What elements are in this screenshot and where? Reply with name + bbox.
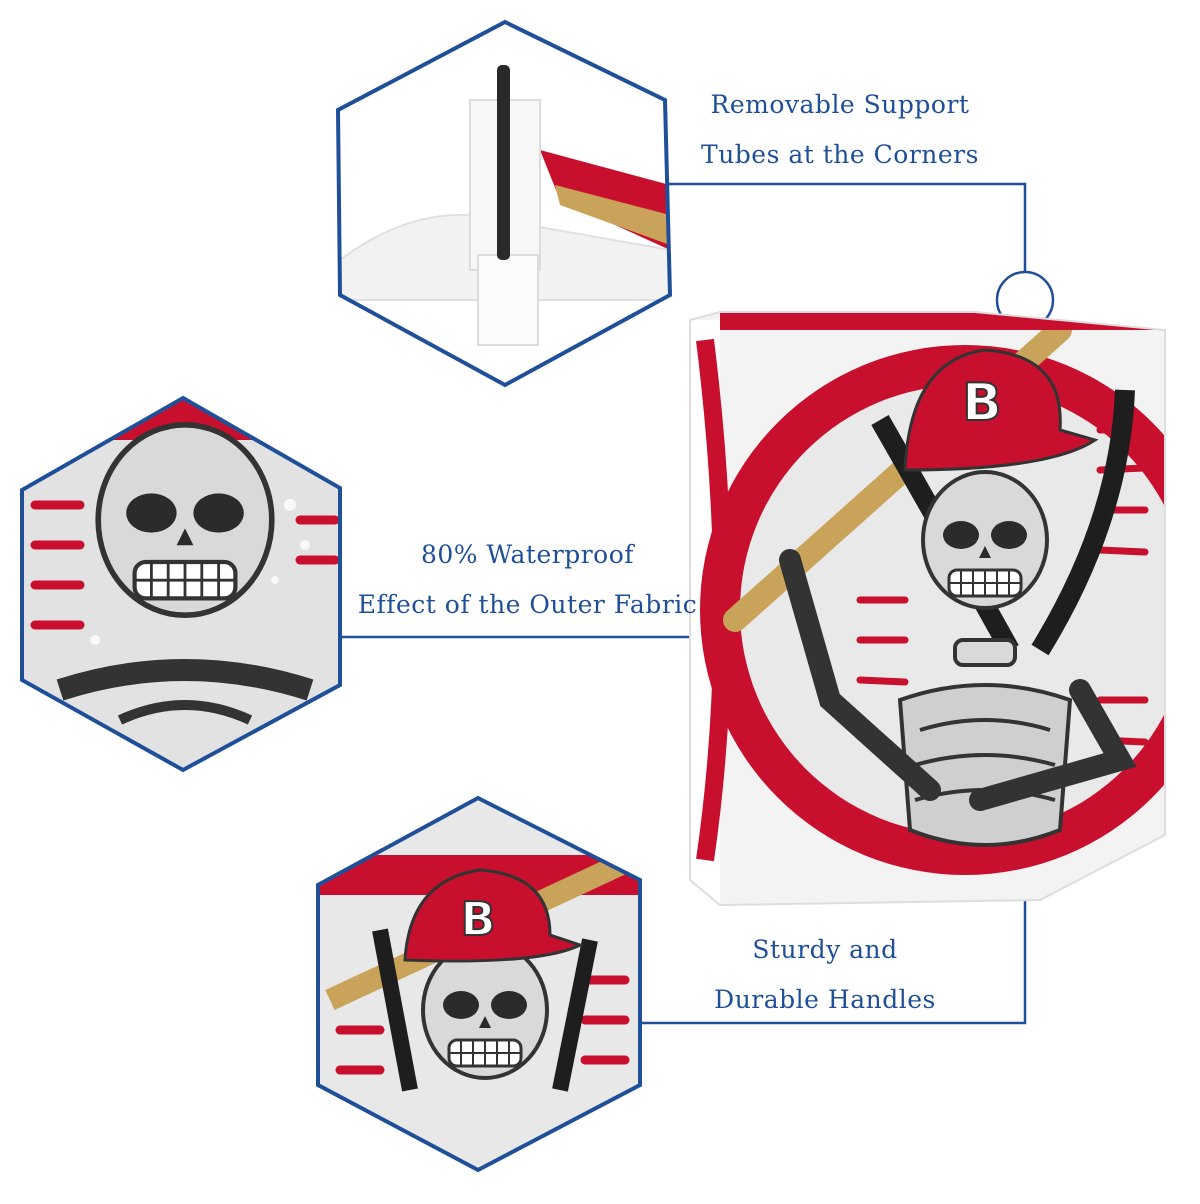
connector-support-tubes [668,182,1027,272]
baseball-cap-bin: B [903,348,1099,472]
bin-handle-right [1031,389,1135,656]
callout-support-tubes-line1: Removable Support [710,90,970,119]
skull-bin [921,470,1049,610]
callout-handles: Sturdy and Durable Handles [700,925,950,1025]
handle-strap-left [372,928,418,1092]
handle-strap-right [552,938,598,1092]
callout-waterproof-line1: 80% Waterproof [420,540,635,569]
skull-closeup [98,425,272,615]
storage-bin-image: B [689,311,1166,907]
callout-support-tubes-line2: Tubes at the Corners [701,140,979,169]
cap-letter: B [962,373,1002,433]
callout-support-tubes: Removable Support Tubes at the Corners [690,80,990,180]
skeleton-body [779,549,1137,847]
callout-waterproof: 80% Waterproof Effect of the Outer Fabri… [355,530,700,630]
hexagon-detail-waterproof-fabric [20,395,342,773]
support-tube-rod [497,65,510,260]
hexagon-detail-support-tube [335,19,673,388]
cap-letter-closeup: B [460,892,495,946]
baseball-cap-closeup: B [403,868,584,963]
hexagon-detail-handles: B [316,795,642,1173]
callout-waterproof-line2: Effect of the Outer Fabric [357,590,698,619]
callout-handles-line1: Sturdy and [752,935,898,964]
baseball-stitches-bin [856,424,1149,746]
callout-handles-line2: Durable Handles [714,985,936,1014]
